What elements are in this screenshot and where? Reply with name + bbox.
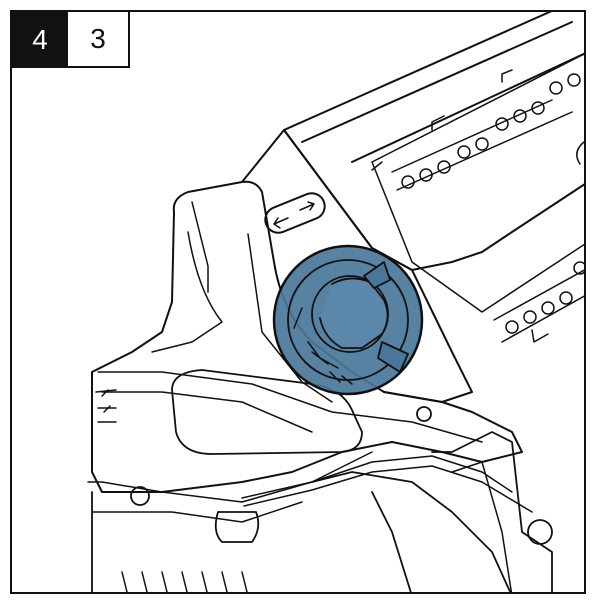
- shell-contour: [191, 201, 209, 293]
- round-knob-highlight: [272, 244, 424, 396]
- grip-area: [87, 451, 373, 503]
- bracket-mark: [431, 115, 445, 131]
- shell-contour: [97, 371, 483, 443]
- lower-bracket: [431, 431, 553, 592]
- arrow-slot: [264, 192, 326, 234]
- device-illustration: [87, 12, 584, 592]
- grip-area: [91, 501, 303, 523]
- cable: [241, 455, 513, 499]
- lower-recess: [171, 369, 363, 455]
- sub-step-number: 3: [68, 12, 130, 68]
- upper-arm-inner-edge: [351, 52, 584, 163]
- shell-contour: [247, 233, 333, 403]
- lower-housing: [91, 471, 512, 592]
- upper-arm-inner-edge: [301, 21, 573, 143]
- slot-arrow: [299, 201, 315, 211]
- lower-bracket: [451, 461, 513, 592]
- side-markings: [95, 389, 117, 423]
- grip-ridges: [121, 571, 248, 592]
- shell-contour: [101, 391, 313, 433]
- shell-contour: [151, 231, 223, 353]
- step-indicator: 4 3: [12, 12, 130, 68]
- instruction-panel: 4 3: [10, 10, 586, 594]
- pin-icon: [527, 519, 553, 545]
- screw-icon: [130, 486, 150, 506]
- screw-icon: [416, 406, 432, 422]
- device-upper-arm: [283, 12, 584, 271]
- bracket-mark: [371, 161, 383, 171]
- arc-mark: [576, 141, 584, 165]
- slot-arrow: [273, 217, 289, 229]
- terminal-row-upper: [391, 73, 581, 191]
- cable: [243, 465, 533, 513]
- step-number: 4: [12, 12, 68, 68]
- clip: [214, 511, 260, 543]
- terminal-row-lower: [493, 261, 584, 343]
- bracket-mark: [501, 69, 513, 83]
- housing-upper-shell: [241, 129, 473, 403]
- display-panel: [371, 53, 584, 313]
